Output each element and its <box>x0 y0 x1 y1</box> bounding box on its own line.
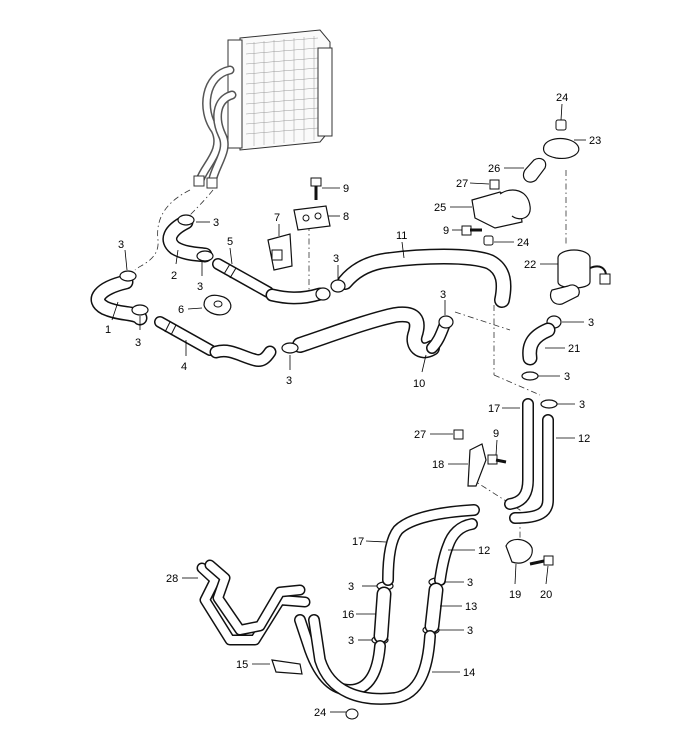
callout-3b: 3 <box>135 337 141 349</box>
callout-18: 18 <box>432 459 444 471</box>
callout-2: 2 <box>171 270 177 282</box>
callout-1: 1 <box>105 324 111 336</box>
nut-24-bottom <box>345 708 359 720</box>
callout-6: 6 <box>178 304 184 316</box>
callout-9c: 9 <box>493 428 499 440</box>
pipe-12-lower <box>434 518 478 586</box>
callout-10: 10 <box>413 378 425 390</box>
callout-15: 15 <box>236 659 248 671</box>
callout-19: 19 <box>509 589 521 601</box>
callout-16: 16 <box>342 609 354 621</box>
callout-3l: 3 <box>467 577 473 589</box>
callout-5: 5 <box>227 236 233 248</box>
heater-core <box>193 29 333 189</box>
callout-11: 11 <box>396 230 407 242</box>
bracket-18 <box>467 443 487 487</box>
hose-11 <box>337 248 512 308</box>
callout-25: 25 <box>434 202 446 214</box>
nut-24-valve <box>483 235 494 246</box>
hose-1 <box>90 274 148 326</box>
pipe-28 <box>196 559 311 646</box>
connection-lines <box>134 170 567 540</box>
callout-8: 8 <box>343 211 349 223</box>
callout-3g: 3 <box>440 289 446 301</box>
callout-3a: 3 <box>118 239 124 251</box>
bracket-7 <box>267 233 293 271</box>
hose-lower-left <box>209 344 277 367</box>
callout-9b: 9 <box>443 225 449 237</box>
callout-21: 21 <box>568 343 580 355</box>
pipe-17-right <box>504 398 534 510</box>
callout-3c: 3 <box>213 217 219 229</box>
callout-22: 22 <box>524 259 536 271</box>
gasket-8 <box>293 205 331 231</box>
callout-3n: 3 <box>467 625 473 637</box>
hose-16 <box>373 586 392 644</box>
callout-17b: 17 <box>352 536 364 548</box>
callout-17a: 17 <box>488 403 500 415</box>
callout-12a: 12 <box>578 433 590 445</box>
strap-23 <box>542 137 580 159</box>
callout-27a: 27 <box>456 178 468 190</box>
callout-28: 28 <box>166 573 178 585</box>
pipe-5 <box>212 258 274 298</box>
callout-3k: 3 <box>348 581 354 593</box>
valve-bracket-25 <box>471 189 531 229</box>
callout-24b: 24 <box>517 237 529 249</box>
hose-upper-mid <box>265 287 327 305</box>
pipe-17-lower <box>382 504 480 586</box>
grommet-6 <box>203 294 232 316</box>
valve-26 <box>522 157 547 183</box>
nut-27-mid <box>453 429 464 440</box>
callout-26: 26 <box>488 163 500 175</box>
callout-3i: 3 <box>564 371 570 383</box>
callout-12b: 12 <box>478 545 490 557</box>
callout-27b: 27 <box>414 429 426 441</box>
pipe-14 <box>294 614 436 705</box>
nut-27-top <box>489 179 500 190</box>
clip-19 <box>505 538 533 564</box>
clip-15 <box>271 659 303 675</box>
hose-21 <box>522 322 556 366</box>
callout-14: 14 <box>463 667 475 679</box>
callout-13: 13 <box>465 601 477 613</box>
callout-4: 4 <box>181 361 187 373</box>
hose-13 <box>424 582 444 634</box>
pump-22 <box>549 249 611 305</box>
callout-9a: 9 <box>343 183 349 195</box>
callout-3d: 3 <box>197 281 203 293</box>
callout-3f: 3 <box>286 375 292 387</box>
callout-labels: 1 2 3 3 3 3 3 3 3 3 3 3 3 3 3 3 4 5 <box>105 92 601 719</box>
bolt-20 <box>529 555 554 566</box>
callout-24a: 24 <box>556 92 568 104</box>
bolt-9-top <box>310 177 322 200</box>
callout-3e: 3 <box>333 253 339 265</box>
nut-24-top <box>555 119 567 131</box>
bolt-9-mid <box>487 454 507 465</box>
callout-3m: 3 <box>348 635 354 647</box>
bolt-9-valve <box>461 225 482 236</box>
hose-2 <box>162 214 213 263</box>
callout-7: 7 <box>274 212 280 224</box>
pipe-4 <box>154 316 216 356</box>
callout-20: 20 <box>540 589 552 601</box>
callout-3j: 3 <box>579 399 585 411</box>
callout-23: 23 <box>589 135 601 147</box>
callout-24c: 24 <box>314 707 326 719</box>
callout-3h: 3 <box>588 317 594 329</box>
hose-10 <box>292 306 452 359</box>
pipe-12-right <box>509 414 554 524</box>
